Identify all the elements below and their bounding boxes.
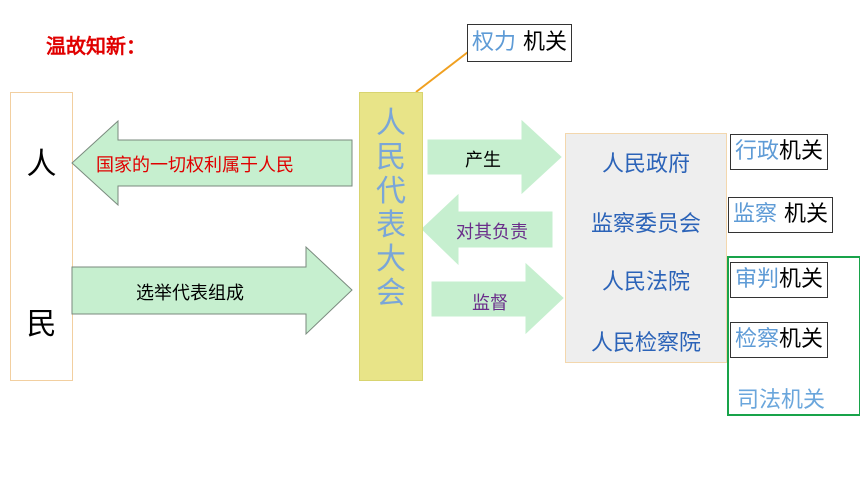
arrow-responsible bbox=[421, 193, 553, 266]
type-judicial-a: 审判 bbox=[735, 267, 780, 292]
arrow-supervise-label: 监督 bbox=[472, 293, 508, 314]
arrow-produce-label: 产生 bbox=[465, 150, 501, 171]
arrow-produce bbox=[427, 119, 562, 195]
arrow-supervise bbox=[431, 262, 564, 335]
people-char-2: 民 bbox=[26, 307, 57, 342]
page-title: 温故知新： bbox=[46, 34, 146, 58]
power-organ-part1: 权力 bbox=[472, 30, 517, 55]
npc-label-char: 表 bbox=[376, 208, 406, 243]
npc-label-char: 民 bbox=[376, 140, 406, 175]
type-procuratorial-b: 机关 bbox=[779, 327, 824, 352]
npc-label-char: 代 bbox=[376, 174, 406, 209]
people-box: 人 民 bbox=[10, 92, 73, 381]
npc-box: 人民代表大会 bbox=[359, 92, 423, 381]
arrow-responsible-label: 对其负责 bbox=[456, 222, 528, 243]
organ-procuratorate: 人民检察院 bbox=[590, 331, 701, 356]
type-judicial-b: 机关 bbox=[779, 267, 824, 292]
arrow-rights-label: 国家的一切权利属于人民 bbox=[96, 155, 294, 176]
connector-line bbox=[415, 51, 469, 93]
npc-label-char: 大 bbox=[376, 242, 406, 277]
organ-court: 人民法院 bbox=[601, 270, 690, 295]
type-administrative: 行政机关 bbox=[730, 134, 829, 170]
power-organ-label: 权力 机关 bbox=[467, 24, 573, 62]
organ-supervision-commission: 监察委员会 bbox=[590, 212, 701, 237]
judicial-organs-label: 司法机关 bbox=[737, 388, 826, 413]
state-organs-box: 人民政府 监察委员会 人民法院 人民检察院 bbox=[565, 133, 727, 363]
arrow-elect bbox=[71, 245, 353, 336]
type-judicial: 审判机关 bbox=[730, 262, 829, 298]
arrow-rights bbox=[71, 119, 353, 207]
npc-label: 人民代表大会 bbox=[360, 107, 422, 311]
organ-government: 人民政府 bbox=[601, 152, 690, 177]
people-char-1: 人 bbox=[26, 147, 57, 182]
type-supervisory: 监察 机关 bbox=[728, 197, 834, 233]
npc-label-char: 人 bbox=[376, 106, 406, 141]
arrow-elect-label: 选举代表组成 bbox=[136, 283, 244, 304]
type-administrative-b: 机关 bbox=[779, 139, 824, 164]
type-supervisory-a: 监察 bbox=[733, 202, 778, 227]
npc-label-char: 会 bbox=[376, 276, 406, 311]
type-procuratorial-a: 检察 bbox=[735, 327, 780, 352]
type-supervisory-b: 机关 bbox=[784, 202, 829, 227]
type-procuratorial: 检察机关 bbox=[730, 322, 829, 358]
power-organ-part2: 机关 bbox=[523, 30, 568, 55]
type-administrative-a: 行政 bbox=[735, 139, 780, 164]
